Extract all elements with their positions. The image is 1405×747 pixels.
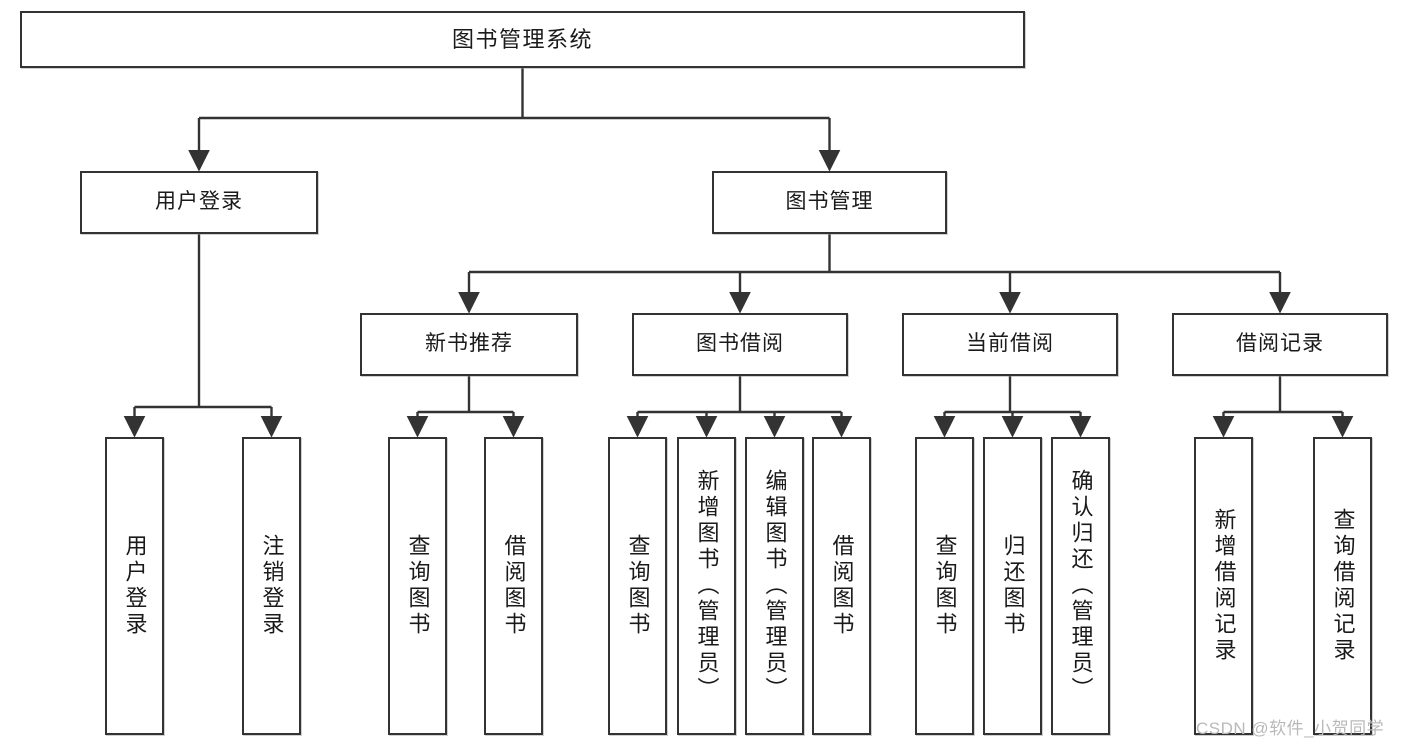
node-label: 用户登录 bbox=[155, 190, 243, 214]
node-user-login[interactable]: 用户登录 bbox=[80, 171, 318, 234]
leaf-query-book-current[interactable]: 查询图书 bbox=[915, 437, 974, 735]
leaf-query-book-recommend[interactable]: 查询图书 bbox=[388, 437, 447, 735]
node-current-borrow[interactable]: 当前借阅 bbox=[902, 313, 1118, 376]
leaf-return-book[interactable]: 归还图书 bbox=[983, 437, 1042, 735]
node-new-book-recommend[interactable]: 新书推荐 bbox=[360, 313, 578, 376]
node-book-borrow[interactable]: 图书借阅 bbox=[632, 313, 848, 376]
node-label: 借阅图书 bbox=[501, 534, 527, 638]
node-label: 借阅记录 bbox=[1236, 332, 1324, 356]
node-root-system[interactable]: 图书管理系统 bbox=[20, 11, 1025, 68]
node-label: 注销登录 bbox=[259, 534, 285, 638]
node-label: 归还图书 bbox=[1000, 534, 1026, 638]
leaf-query-borrow-record[interactable]: 查询借阅记录 bbox=[1313, 437, 1372, 735]
node-label: 新增借阅记录 bbox=[1211, 508, 1237, 664]
node-label: 图书借阅 bbox=[696, 332, 784, 356]
leaf-query-book-borrow[interactable]: 查询图书 bbox=[608, 437, 667, 735]
leaf-confirm-return-admin[interactable]: 确认归还（管理员） bbox=[1051, 437, 1110, 735]
leaf-borrow-book-recommend[interactable]: 借阅图书 bbox=[484, 437, 543, 735]
node-label: 用户登录 bbox=[122, 534, 148, 638]
node-label: 查询图书 bbox=[405, 534, 431, 638]
node-label: 图书管理 bbox=[785, 190, 874, 214]
node-borrow-record[interactable]: 借阅记录 bbox=[1172, 313, 1388, 376]
node-label: 新书推荐 bbox=[425, 332, 513, 356]
node-label: 查询图书 bbox=[932, 534, 958, 638]
leaf-logout-login[interactable]: 注销登录 bbox=[242, 437, 301, 735]
csdn-watermark: CSDN @软件_小贺同学 bbox=[1196, 719, 1385, 738]
node-book-management[interactable]: 图书管理 bbox=[712, 171, 947, 234]
node-label: 查询借阅记录 bbox=[1330, 508, 1356, 664]
node-label: 图书管理系统 bbox=[451, 26, 593, 52]
node-label: 借阅图书 bbox=[829, 534, 855, 638]
leaf-borrow-book[interactable]: 借阅图书 bbox=[812, 437, 871, 735]
node-label: 查询图书 bbox=[625, 534, 651, 638]
node-label: 当前借阅 bbox=[966, 332, 1054, 356]
leaf-add-borrow-record[interactable]: 新增借阅记录 bbox=[1194, 437, 1253, 735]
leaf-edit-book-admin[interactable]: 编辑图书（管理员） bbox=[745, 437, 804, 735]
leaf-add-book-admin[interactable]: 新增图书（管理员） bbox=[677, 437, 736, 735]
leaf-user-login[interactable]: 用户登录 bbox=[105, 437, 164, 735]
node-label: 编辑图书（管理员） bbox=[762, 469, 788, 703]
node-label: 确认归还（管理员） bbox=[1068, 469, 1094, 703]
node-label: 新增图书（管理员） bbox=[694, 469, 720, 703]
